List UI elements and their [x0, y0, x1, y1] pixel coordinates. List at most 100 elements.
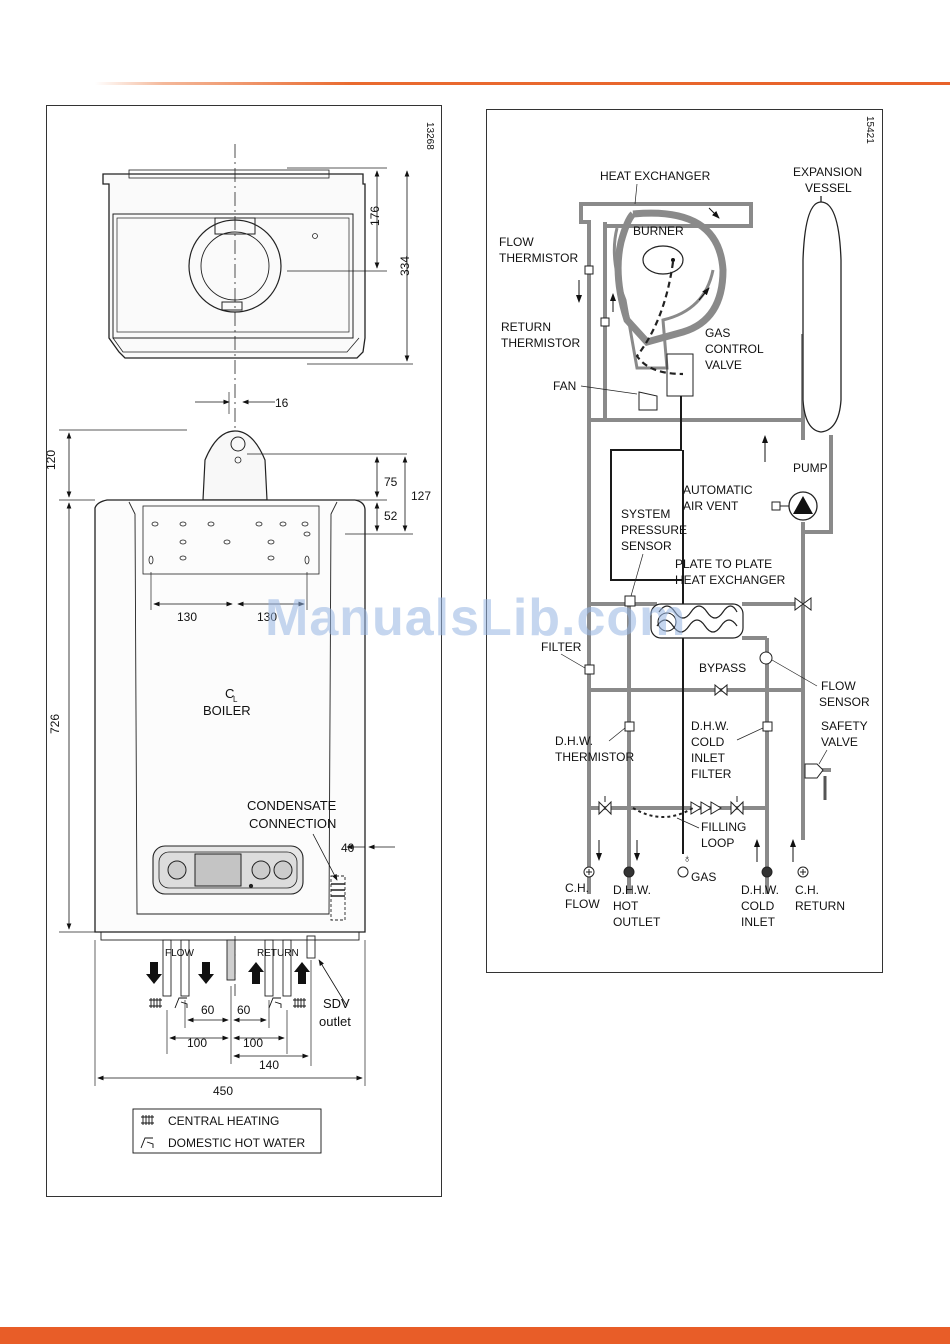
air-vent-label-1: AUTOMATIC	[683, 483, 753, 497]
filter-label: FILTER	[541, 640, 582, 654]
outlet-fittings	[583, 866, 809, 878]
gas-flame-icon: ♁	[683, 853, 691, 865]
tap-icon	[140, 1137, 154, 1149]
plate-hx-label-1: PLATE TO PLATE	[675, 557, 772, 571]
dhw-cold-label-2: COLD	[741, 899, 775, 913]
centerline-symbol: C	[225, 686, 234, 701]
drawing-ref-number: 13268	[424, 122, 435, 150]
gas-control-valve-label-2: CONTROL	[705, 342, 764, 356]
fan-label: FAN	[553, 379, 576, 393]
dimension-140: 140	[259, 1058, 279, 1072]
dimension-334: 334	[398, 256, 412, 276]
dhw-thermistor-label-2: THERMISTOR	[555, 750, 634, 764]
heat-exchanger-label: HEAT EXCHANGER	[600, 169, 711, 183]
dhw-cold-label-1: D.H.W.	[741, 883, 779, 897]
drawing-ref-number: 15421	[864, 116, 875, 144]
return-arrow-up	[248, 962, 264, 984]
plate-heat-exchanger	[650, 603, 744, 639]
radiator-icon	[293, 998, 306, 1008]
dimension-100-left: 100	[187, 1036, 207, 1050]
header-rule	[95, 82, 950, 85]
schematic-labels: HEAT EXCHANGER EXPANSION VESSEL FLOW THE…	[499, 165, 870, 929]
fan	[638, 391, 658, 411]
system-pressure-sensor	[624, 595, 636, 607]
cold-inlet-filter-label-4: FILTER	[691, 767, 732, 781]
safety-valve-label-1: SAFETY	[821, 719, 868, 733]
boiler-front-view	[94, 430, 366, 997]
dimension-726: 726	[48, 714, 62, 734]
dimension-16: 16	[275, 396, 289, 410]
dimension-176: 176	[368, 206, 382, 226]
centerline-sub: L	[233, 695, 238, 704]
legend-domestic-hot-water: DOMESTIC HOT WATER	[168, 1136, 305, 1150]
pressure-sensor-label-2: PRESSURE	[621, 523, 687, 537]
filling-loop-valves	[598, 796, 744, 818]
ch-flow-label-1: C.H.	[565, 881, 589, 895]
ch-return-label-1: C.H.	[795, 883, 819, 897]
return-label: RETURN	[257, 948, 299, 959]
dimension-130-right: 130	[257, 610, 277, 624]
dimension-52: 52	[384, 509, 398, 523]
dimension-127: 127	[411, 489, 431, 503]
dhw-cold-inlet-filter	[762, 721, 773, 732]
flow-thermistor-label-2: THERMISTOR	[499, 251, 578, 265]
plate-hx-label-2: HEAT EXCHANGER	[675, 573, 786, 587]
schematic-panel: 15421	[486, 109, 883, 973]
flow-arrow-down	[198, 962, 214, 984]
bypass-valve	[714, 683, 728, 697]
dhw-hot-label-2: HOT	[613, 899, 639, 913]
expansion-vessel-label-1: EXPANSION	[793, 165, 862, 179]
sdv-label-line-2: outlet	[319, 1014, 351, 1029]
dimension-60-left: 60	[201, 1003, 215, 1017]
expansion-vessel	[802, 201, 842, 433]
condensate-label-line-2: CONNECTION	[249, 816, 336, 831]
gas-control-valve-label-1: GAS	[705, 326, 730, 340]
flow-thermistor-label-1: FLOW	[499, 235, 534, 249]
dimension-60-right: 60	[237, 1003, 251, 1017]
safety-valve-label-2: VALVE	[821, 735, 858, 749]
return-arrow-up	[294, 962, 310, 984]
tap-icon	[268, 997, 282, 1009]
return-thermistor-label-2: THERMISTOR	[501, 336, 580, 350]
cold-inlet-filter-label-3: INLET	[691, 751, 726, 765]
ch-return-label-2: RETURN	[795, 899, 845, 913]
boiler-top-view	[102, 169, 366, 359]
dimension-450: 450	[213, 1084, 233, 1098]
dimension-75: 75	[384, 475, 398, 489]
pressure-sensor-label-3: SENSOR	[621, 539, 672, 553]
legend: CENTRAL HEATING DOMESTIC HOT WATER	[132, 1108, 322, 1154]
cold-inlet-filter-label-1: D.H.W.	[691, 719, 729, 733]
burner-label: BURNER	[633, 224, 684, 238]
dimension-120: 120	[47, 450, 58, 470]
dhw-thermistor	[624, 721, 635, 732]
radiator-icon	[141, 1115, 154, 1125]
hydraulic-schematic: 15421	[499, 116, 875, 929]
radiator-icon	[149, 998, 162, 1008]
dimension-130-left: 130	[177, 610, 197, 624]
dimension-100-right: 100	[243, 1036, 263, 1050]
dimensions-drawing: 13268 176 334 16	[47, 122, 435, 1154]
cold-inlet-filter-label-2: COLD	[691, 735, 725, 749]
safety-valve	[804, 763, 827, 800]
flow-sensor-label-1: FLOW	[821, 679, 856, 693]
return-thermistor	[600, 317, 610, 327]
bypass-label: BYPASS	[699, 661, 746, 675]
flow-arrow-down	[146, 962, 162, 984]
air-vent-label-2: AIR VENT	[683, 499, 739, 513]
auto-air-vent	[771, 501, 781, 511]
pressure-sensor-label-1: SYSTEM	[621, 507, 670, 521]
dimensions-panel: 13268 176 334 16	[46, 105, 442, 1197]
pump-label: PUMP	[793, 461, 828, 475]
gas-control-valve-label-3: VALVE	[705, 358, 742, 372]
dhw-hot-label-1: D.H.W.	[613, 883, 651, 897]
footer-bar	[0, 1327, 950, 1344]
flow-thermistor	[584, 265, 594, 275]
dhw-thermistor-label-1: D.H.W.	[555, 734, 593, 748]
gas-label: GAS	[691, 870, 716, 884]
flow-sensor-label-2: SENSOR	[819, 695, 870, 709]
ch-flow-label-2: FLOW	[565, 897, 600, 911]
dhw-hot-label-3: OUTLET	[613, 915, 661, 929]
return-thermistor-label-1: RETURN	[501, 320, 551, 334]
flow-label: FLOW	[165, 948, 194, 959]
sdv-label-line-1: SDV	[323, 996, 350, 1011]
